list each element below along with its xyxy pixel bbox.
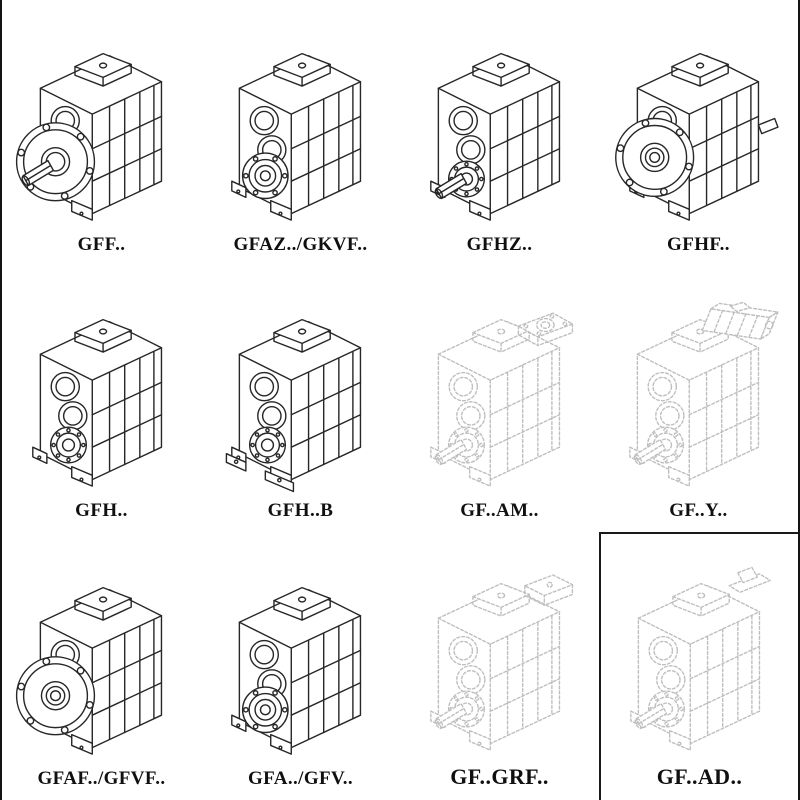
catalog-cell-gfgrf: GF..GRF..	[400, 532, 599, 800]
gearbox-drawing-gff	[15, 52, 162, 221]
model-label-gfam: GF..AM..	[460, 500, 539, 521]
catalog-cell-gfad: GF..AD..	[599, 532, 798, 800]
model-label-gfy: GF..Y..	[669, 500, 728, 521]
catalog-cell-gfaf: GFAF../GFVF..	[2, 532, 201, 800]
housing-outline	[230, 318, 361, 487]
small-output-flange	[241, 152, 289, 200]
housing-outline	[230, 586, 361, 755]
model-label-gfhf: GFHF..	[667, 234, 730, 255]
model-label-gfgrf: GF..GRF..	[450, 764, 549, 789]
catalog-cell-gfaz: GFAZ../GKVF..	[201, 0, 400, 266]
gearbox-drawing-gfy	[628, 301, 779, 487]
model-label-gff: GFF..	[77, 234, 126, 255]
gearbox-drawing-gfhz	[429, 52, 560, 221]
gearbox-drawing-gfgrf	[429, 574, 573, 751]
output-flange	[15, 122, 95, 202]
model-label-gfh: GFH..	[75, 500, 128, 521]
housing-outline	[429, 52, 560, 221]
housing-outline	[230, 52, 361, 221]
model-label-gfaz: GFAZ../GKVF..	[233, 234, 368, 255]
model-label-gfhb: GFH..B	[267, 500, 334, 521]
catalog-cell-gfam: GF..AM..	[400, 266, 599, 532]
catalog-cell-gfy: GF..Y..	[599, 266, 798, 532]
catalog-cell-gff: GFF..	[2, 0, 201, 266]
gearbox-drawing-gfhf	[614, 52, 779, 221]
output-flange	[614, 117, 694, 198]
housing-outline	[429, 582, 560, 751]
housing-outline	[629, 582, 760, 751]
gearbox-drawing-gfad	[629, 566, 771, 751]
catalog-cell-gfa: GFA../GFV..	[201, 532, 400, 800]
hollow-hub	[248, 426, 286, 464]
model-label-gfaf: GFAF../GFVF..	[37, 768, 166, 789]
catalog-cell-gfhf: GFHF..	[599, 0, 798, 266]
housing-outline	[31, 318, 162, 487]
gearbox-drawing-gfaz	[230, 52, 361, 221]
gearbox-drawing-gfh	[31, 318, 162, 487]
small-output-flange	[241, 686, 289, 734]
catalog-cell-gfh: GFH..	[2, 266, 201, 532]
gearbox-drawing-gfa	[230, 586, 361, 755]
gearbox-drawing-gfaf	[15, 586, 162, 755]
housing-outline	[628, 318, 759, 487]
input-shaft-stub	[727, 566, 771, 593]
model-label-gfa: GFA../GFV..	[247, 768, 354, 789]
catalog-cell-gfhb: GFH..B	[201, 266, 400, 532]
gearbox-drawing-gfam	[429, 312, 573, 487]
model-label-gfad: GF..AD..	[656, 764, 743, 789]
shaft-stub-right	[757, 117, 779, 135]
gearbox-drawing-gfhb	[225, 318, 361, 493]
model-label-gfhz: GFHZ..	[466, 234, 533, 255]
output-flange	[15, 656, 95, 736]
catalog-cell-gfhz: GFHZ..	[400, 0, 599, 266]
hollow-hub	[49, 426, 87, 464]
